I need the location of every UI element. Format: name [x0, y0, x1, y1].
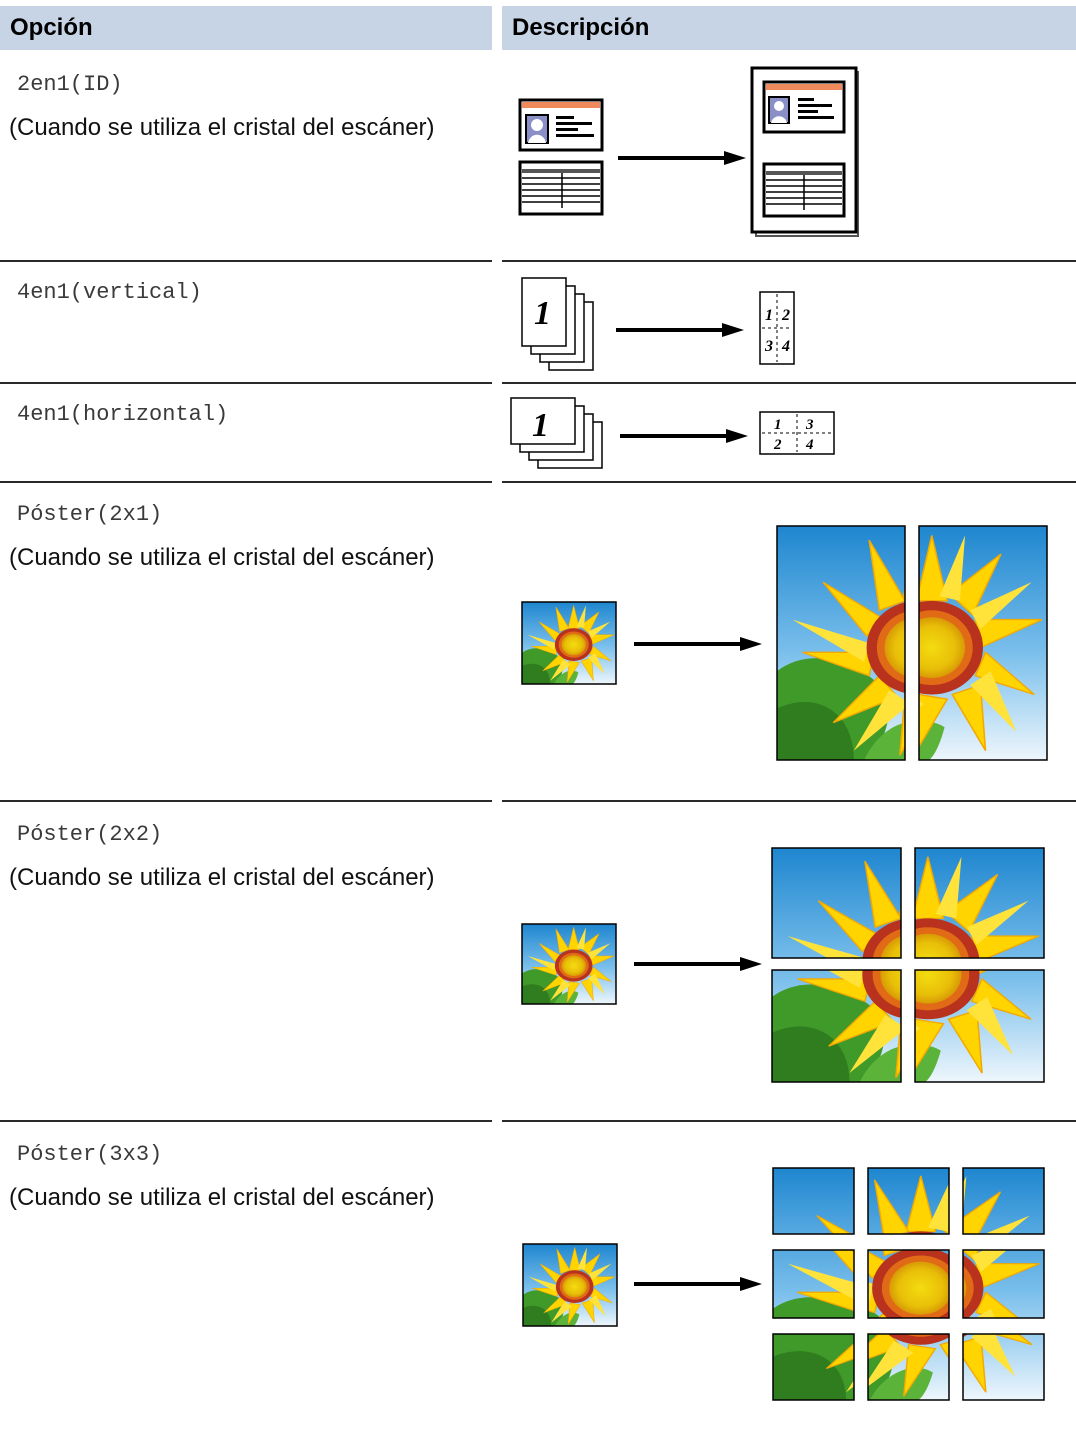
option-2en1-id: 2en1(ID): [17, 72, 123, 97]
row-divider: [0, 382, 492, 384]
row-divider: [0, 260, 492, 262]
sunflower-photo-icon: [521, 601, 617, 685]
page-number-small: 2: [773, 437, 782, 453]
column-header-description: Descripción: [502, 6, 1076, 50]
sunflower-photo-icon: [522, 1243, 618, 1327]
poster-2x1-output: [776, 525, 1048, 761]
page-number-small: 1: [765, 307, 773, 324]
poster-2x2-output: [771, 847, 1045, 1083]
row-divider: [502, 260, 1076, 262]
row-divider: [502, 800, 1076, 802]
arrow-right-icon: [632, 1275, 764, 1293]
page-number-big: 1: [534, 295, 551, 332]
page-number-big: 1: [532, 407, 549, 444]
row-divider: [0, 481, 492, 483]
page-number-small: 1: [774, 417, 782, 433]
poster-2x1-illustration: [521, 525, 1048, 761]
row-divider: [502, 382, 1076, 384]
4in1-vertical-output-icon: 1 2 3 4: [759, 291, 795, 365]
option-poster-2x2: Póster(2x2): [17, 822, 163, 847]
arrow-right-icon: [632, 955, 764, 973]
page-number-small: 3: [764, 338, 773, 355]
4in1-horizontal-illustration: 1 1 3 2 4: [510, 397, 835, 469]
page-number-small: 3: [805, 417, 814, 433]
note-scanner-glass: (Cuando se utiliza el cristal del escáne…: [9, 114, 435, 141]
id-card-front-icon: [518, 98, 604, 152]
id-card-back-icon: [518, 160, 604, 216]
poster-3x3-illustration: [522, 1167, 1045, 1401]
row-divider: [502, 481, 1076, 483]
page-number-small: 4: [781, 338, 790, 355]
id-copy-illustration: [518, 66, 859, 237]
arrow-right-icon: [632, 635, 764, 653]
page-stack-icon: [521, 277, 594, 371]
note-scanner-glass: (Cuando se utiliza el cristal del escáne…: [9, 544, 435, 571]
4in1-vertical-illustration: 1 1 2 3 4: [521, 277, 795, 371]
option-4en1-vertical: 4en1(vertical): [17, 280, 202, 305]
arrow-right-icon: [614, 321, 746, 339]
note-scanner-glass: (Cuando se utiliza el cristal del escáne…: [9, 1184, 435, 1211]
sunflower-photo-icon: [521, 923, 617, 1005]
row-divider: [502, 1120, 1076, 1122]
arrow-right-icon: [616, 149, 748, 167]
poster-3x3-output: [772, 1167, 1045, 1401]
page-number-small: 4: [805, 437, 814, 453]
poster-2x2-illustration: [521, 847, 1045, 1083]
option-poster-2x1: Póster(2x1): [17, 502, 163, 527]
row-divider: [0, 800, 492, 802]
row-divider: [0, 1120, 492, 1122]
page-stack-icon: [510, 397, 603, 469]
arrow-right-icon: [618, 427, 750, 445]
note-scanner-glass: (Cuando se utiliza el cristal del escáne…: [9, 864, 435, 891]
column-header-option: Opción: [0, 6, 492, 50]
4in1-horizontal-output-icon: 1 3 2 4: [759, 411, 835, 455]
option-4en1-horizontal: 4en1(horizontal): [17, 402, 229, 427]
option-poster-3x3: Póster(3x3): [17, 1142, 163, 1167]
page-number-small: 2: [781, 307, 790, 324]
output-page-icon: [750, 66, 859, 237]
